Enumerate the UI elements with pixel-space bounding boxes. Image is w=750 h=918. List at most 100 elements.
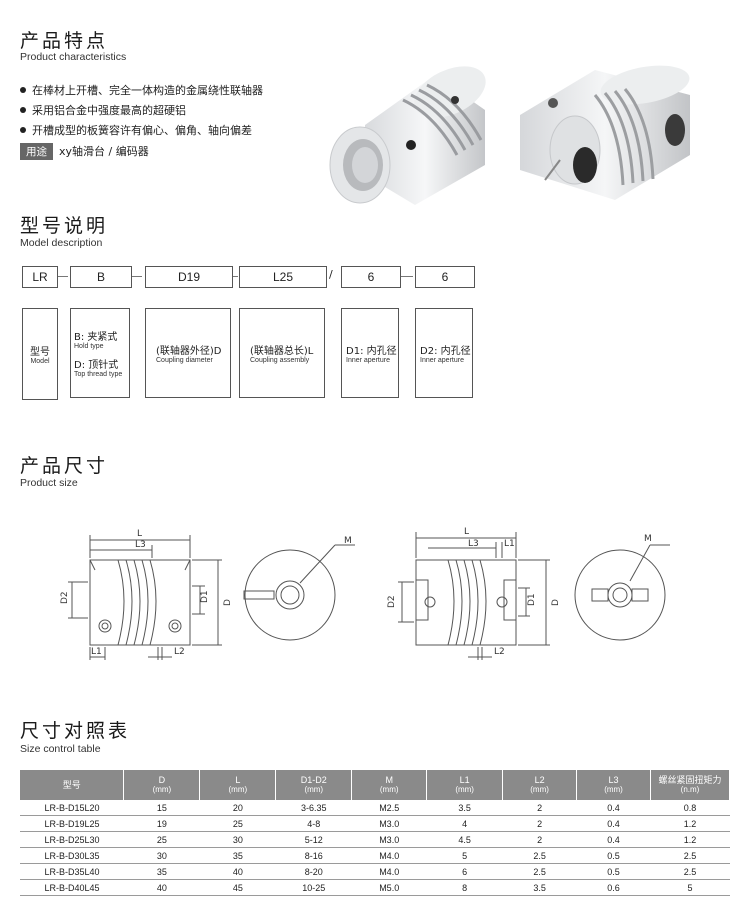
table-cell: 6: [426, 863, 503, 880]
table-header-cell: M(mm): [351, 770, 428, 800]
features-title: 产品特点: [20, 30, 109, 52]
table-cell: LR-B-D30L35: [20, 847, 124, 864]
table-cell: 3.5: [426, 800, 503, 816]
label-D1: D1: [200, 590, 210, 603]
model-desc-diameter: (联轴器外径)D Coupling diameter: [145, 308, 231, 398]
table-header-cell: D(mm): [123, 770, 201, 800]
table-cell: 45: [199, 879, 276, 896]
usage-tag: 用途: [20, 142, 53, 160]
model-code-length: L25: [239, 266, 327, 288]
features-subtitle: Product characteristics: [20, 51, 127, 63]
label-D2: D2: [387, 595, 397, 608]
table-cell: LR-B-D25L30: [20, 831, 124, 848]
table-cell: LR-B-D19L25: [20, 815, 124, 832]
table-cell: 8-16: [275, 847, 352, 864]
table-cell: 2.5: [502, 847, 577, 864]
bullet-icon: [20, 87, 26, 93]
table-cell: 4: [426, 815, 503, 832]
model-code-type: B: [70, 266, 132, 288]
table-cell: 0.6: [576, 879, 651, 896]
table-cell: 15: [123, 800, 200, 816]
table-header-cell: L1(mm): [426, 770, 504, 800]
table-cell: M3.0: [351, 831, 427, 848]
separator-dash: [132, 276, 142, 277]
table-cell: 5-12: [275, 831, 352, 848]
table-cell: 5: [650, 879, 730, 896]
drawing-front-view-thread: M: [574, 534, 670, 641]
table-cell: 0.5: [576, 847, 651, 864]
label-L1: L1: [504, 539, 515, 549]
table-cell: 3-6.35: [275, 800, 352, 816]
label-D: D: [223, 599, 233, 606]
table-cell: 4-8: [275, 815, 352, 832]
label-L2: L2: [174, 647, 185, 657]
model-code-d2: 6: [415, 266, 475, 288]
table-cell: 30: [199, 831, 276, 848]
model-code-series: LR: [22, 266, 58, 288]
table-cell: 8-20: [275, 863, 352, 880]
model-desc-type: B: 夹紧式 Hold type D: 顶针式 Top thread type: [70, 308, 130, 398]
table-cell: 1.2: [650, 815, 730, 832]
model-subtitle: Model description: [20, 237, 103, 249]
table-cell: LR-B-D15L20: [20, 800, 124, 816]
feature-item: 采用铝合金中强度最高的超硬铝: [20, 100, 263, 120]
table-cell: 3.5: [502, 879, 577, 896]
table-cell: 0.4: [576, 800, 651, 816]
label-L3: L3: [135, 540, 146, 550]
model-desc-series: 型号 Model: [22, 308, 58, 400]
table-cell: LR-B-D35L40: [20, 863, 124, 880]
coupling-photo-hold-type: [520, 65, 690, 200]
label-M: M: [644, 534, 652, 544]
label-L1: L1: [91, 647, 102, 657]
drawing-side-view-thread: L L3 L1 D2 D1 D L2: [387, 527, 561, 660]
table-cell: LR-B-D40L45: [20, 879, 124, 896]
drawing-side-view-hold: L L3 D2 D1 D L1 L2: [60, 529, 233, 660]
feature-item: 在棒材上开槽、完全一体构造的金属绕性联轴器: [20, 80, 263, 100]
table-header-cell: L(mm): [199, 770, 277, 800]
coupling-photo-top-thread: [329, 66, 486, 205]
table-cell: 0.5: [576, 863, 651, 880]
table-cell: 0.4: [576, 815, 651, 832]
label-D: D: [551, 599, 561, 606]
table-cell: 2: [502, 831, 577, 848]
separator-dash: [401, 276, 413, 277]
table-cell: M4.0: [351, 847, 427, 864]
table-header-cell: 型号: [20, 770, 125, 800]
label-L: L: [464, 527, 469, 537]
table-cell: 25: [199, 815, 276, 832]
table-cell: 0.4: [576, 831, 651, 848]
table-header-cell: D1-D2(mm): [275, 770, 353, 800]
table-cell: 2.5: [650, 847, 730, 864]
model-desc-d1: D1: 内孔径 Inner aperture: [341, 308, 399, 398]
table-cell: 19: [123, 815, 200, 832]
table-cell: 20: [199, 800, 276, 816]
table-subtitle: Size control table: [20, 743, 101, 755]
label-L: L: [137, 529, 142, 539]
label-D2: D2: [60, 591, 70, 604]
size-subtitle: Product size: [20, 477, 78, 489]
drawing-front-view-hold: M: [243, 536, 355, 641]
size-title: 产品尺寸: [20, 455, 109, 477]
separator-dash: [58, 276, 68, 277]
feature-item: 开槽成型的板簧容许有偏心、偏角、轴向偏差: [20, 120, 263, 140]
feature-list: 在棒材上开槽、完全一体构造的金属绕性联轴器 采用铝合金中强度最高的超硬铝 开槽成…: [20, 80, 263, 162]
table-cell: M5.0: [351, 879, 427, 896]
table-cell: 25: [123, 831, 200, 848]
table-header-cell: L2(mm): [502, 770, 578, 800]
table-cell: 35: [123, 863, 200, 880]
table-cell: 4.5: [426, 831, 503, 848]
model-code-d1: 6: [341, 266, 401, 288]
table-cell: 30: [123, 847, 200, 864]
table-cell: 8: [426, 879, 503, 896]
model-desc-length: (联轴器总长)L Coupling assembly: [239, 308, 325, 398]
table-cell: 40: [123, 879, 200, 896]
bullet-icon: [20, 127, 26, 133]
table-cell: 10-25: [275, 879, 352, 896]
